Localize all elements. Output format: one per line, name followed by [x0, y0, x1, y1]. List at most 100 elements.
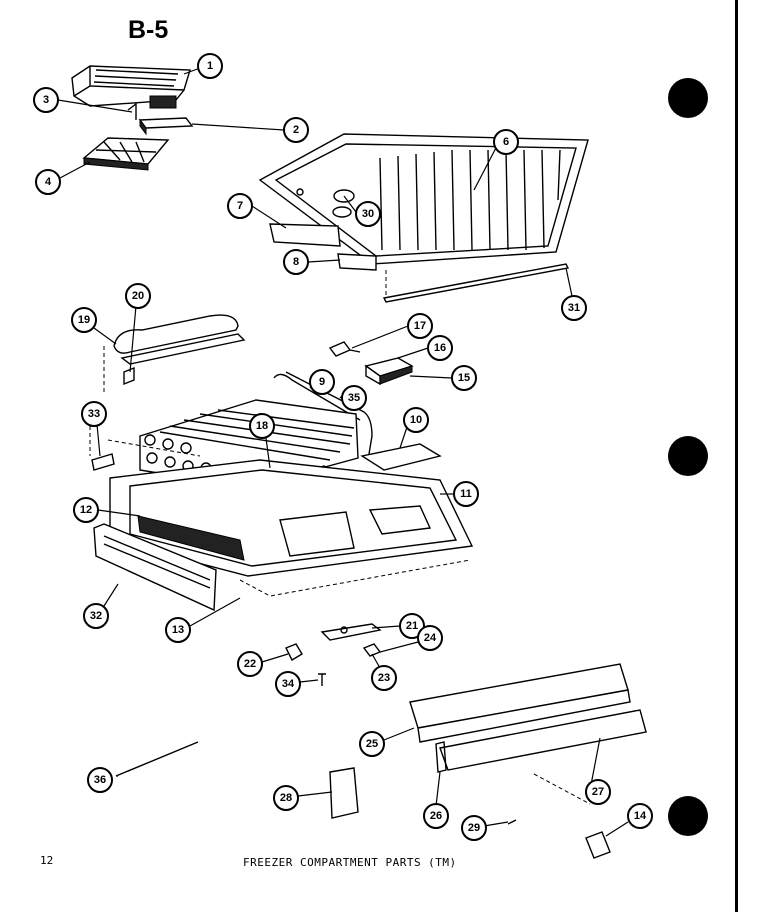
callout-22: 22	[237, 651, 263, 677]
part-front-panel	[93, 523, 217, 612]
part-sensor	[328, 341, 352, 357]
callout-13: 13	[165, 617, 191, 643]
svg-text:35: 35	[348, 392, 360, 404]
part-drawer-rails	[409, 663, 647, 771]
svg-text:16: 16	[434, 342, 446, 354]
part-damper	[585, 831, 611, 859]
svg-text:9: 9	[319, 376, 325, 388]
svg-text:29: 29	[468, 822, 480, 834]
svg-text:24: 24	[424, 632, 437, 644]
callout-32: 32	[83, 603, 109, 629]
part-rail-clip	[435, 741, 447, 773]
page-number: 12	[40, 854, 54, 867]
callout-34: 34	[275, 671, 301, 697]
callout-6: 6	[493, 129, 519, 155]
page-edge-rule	[735, 0, 738, 912]
part-cube-tray	[82, 137, 170, 171]
part-plate-7	[269, 223, 341, 247]
svg-text:13: 13	[172, 624, 184, 636]
callout-11: 11	[453, 481, 479, 507]
callout-14: 14	[627, 803, 653, 829]
svg-text:18: 18	[256, 420, 268, 432]
callout-35: 35	[341, 385, 367, 411]
callout-17: 17	[407, 313, 433, 339]
part-switch	[285, 643, 303, 661]
callout-25: 25	[359, 731, 385, 757]
callout-3: 3	[33, 87, 59, 113]
svg-text:19: 19	[78, 314, 90, 326]
callout-31: 31	[561, 295, 587, 321]
binder-hole-bottom	[668, 796, 708, 836]
part-pin	[507, 819, 517, 825]
svg-text:8: 8	[293, 256, 299, 268]
svg-text:7: 7	[237, 200, 243, 212]
callout-30: 30	[355, 201, 381, 227]
svg-text:22: 22	[244, 658, 256, 670]
callout-23: 23	[371, 665, 397, 691]
svg-text:34: 34	[282, 678, 295, 690]
svg-text:27: 27	[592, 786, 604, 798]
svg-text:33: 33	[88, 408, 100, 420]
svg-text:32: 32	[90, 610, 102, 622]
svg-text:1: 1	[207, 60, 213, 72]
callout-33: 33	[81, 401, 107, 427]
svg-text:3: 3	[43, 94, 49, 106]
part-cord	[115, 741, 199, 777]
callout-2: 2	[283, 117, 309, 143]
part-grille	[137, 515, 245, 561]
callout-10: 10	[403, 407, 429, 433]
svg-text:23: 23	[378, 672, 390, 684]
svg-text:25: 25	[366, 738, 378, 750]
svg-text:30: 30	[362, 208, 374, 220]
svg-text:10: 10	[410, 414, 422, 426]
callout-27: 27	[585, 779, 611, 805]
callout-24: 24	[417, 625, 443, 651]
part-insulation-pad-10	[360, 443, 442, 471]
callout-20: 20	[125, 283, 151, 309]
callout-1: 1	[197, 53, 223, 79]
svg-text:6: 6	[503, 136, 509, 148]
svg-text:28: 28	[280, 792, 292, 804]
callout-21: 21	[399, 613, 425, 639]
part-bracket	[91, 453, 115, 471]
callout-36: 36	[87, 767, 113, 793]
callout-12: 12	[73, 497, 99, 523]
binder-hole-top	[668, 78, 708, 118]
callout-4: 4	[35, 169, 61, 195]
callout-19: 19	[71, 307, 97, 333]
part-freezer-cover	[258, 133, 589, 265]
callout-18: 18	[249, 413, 275, 439]
svg-text:14: 14	[634, 810, 647, 822]
svg-text:31: 31	[568, 302, 580, 314]
callout-7: 7	[227, 193, 253, 219]
part-wiring-plate	[329, 767, 359, 819]
svg-text:12: 12	[80, 504, 92, 516]
svg-text:26: 26	[430, 810, 442, 822]
svg-text:36: 36	[94, 774, 106, 786]
svg-text:2: 2	[293, 124, 299, 136]
figure-label: B-5	[128, 16, 169, 44]
part-evaporator-tubing	[273, 371, 373, 461]
binder-hole-middle	[668, 436, 708, 476]
callout-16: 16	[427, 335, 453, 361]
svg-text:4: 4	[45, 176, 52, 188]
part-heater-clip	[123, 366, 135, 386]
callout-28: 28	[273, 785, 299, 811]
svg-text:21: 21	[406, 620, 418, 632]
part-plate-8	[337, 253, 377, 271]
svg-text:20: 20	[132, 290, 144, 302]
part-clip	[127, 102, 137, 120]
part-ice-slide	[138, 117, 194, 136]
svg-text:11: 11	[460, 488, 472, 500]
callout-15: 15	[451, 365, 477, 391]
callout-29: 29	[461, 815, 487, 841]
part-mount-bracket	[320, 623, 382, 641]
part-trim-strip	[382, 263, 570, 303]
callout-9: 9	[309, 369, 335, 395]
svg-text:15: 15	[458, 372, 470, 384]
part-heater-wire	[113, 314, 246, 365]
part-ice-tray	[71, 65, 191, 109]
svg-text:17: 17	[414, 320, 426, 332]
